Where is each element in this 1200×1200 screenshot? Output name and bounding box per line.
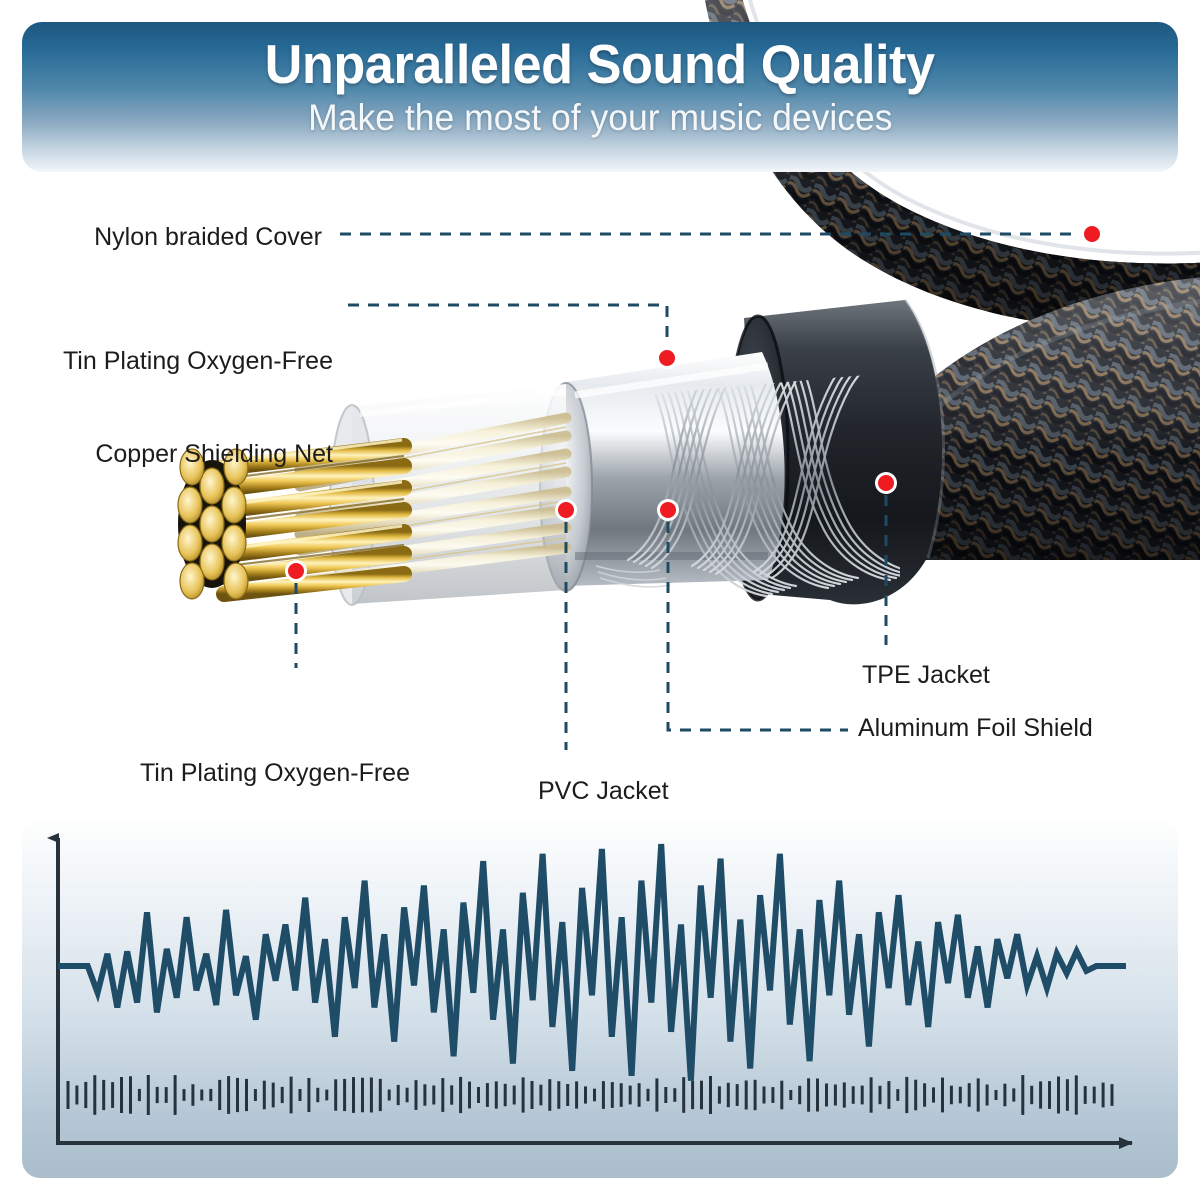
waveform-chart — [47, 833, 1133, 1149]
marker-tpe-jacket — [875, 472, 897, 494]
callout-line-2: Copper Shielding Net — [95, 440, 333, 469]
wire-bundle-cross-section — [177, 448, 249, 600]
waveform-line — [58, 843, 1126, 1081]
marker-copper-wire-core — [285, 560, 307, 582]
copper-wire-core-exposed — [177, 438, 412, 602]
header-text-block: Unparalleled Sound Quality Make the most… — [22, 22, 1178, 172]
callout-line-1: Tin Plating Oxygen-Free — [62, 346, 333, 375]
callout-leaders — [285, 223, 1103, 750]
waveform-chart-panel — [22, 820, 1178, 1178]
callout-line-1: Tin Plating Oxygen-Free — [139, 758, 410, 787]
callout-label-pvc-jacket: PVC Jacket — [538, 777, 669, 805]
leader-aluminum-foil-shield — [666, 522, 848, 732]
marker-pvc-jacket — [555, 499, 577, 521]
page-title: Unparalleled Sound Quality — [265, 33, 935, 95]
waveform-tick-band — [66, 1075, 1114, 1115]
marker-copper-shielding-net — [656, 347, 678, 369]
callout-markers — [285, 223, 1103, 582]
header-banner: Unparalleled Sound Quality Make the most… — [22, 22, 1178, 172]
callout-label-copper-shielding-net: Tin Plating Oxygen-Free Copper Shielding… — [22, 283, 333, 533]
callout-label-aluminum-foil-shield: Aluminum Foil Shield — [858, 714, 1093, 742]
cable-illustration — [177, 0, 1200, 606]
callout-label-nylon-braided-cover: Nylon braided Cover — [94, 223, 322, 251]
marker-aluminum-foil-shield — [657, 499, 679, 521]
marker-nylon-braided-cover — [1081, 223, 1103, 245]
page-subtitle: Make the most of your music devices — [307, 97, 893, 139]
leader-copper-shielding-net — [348, 303, 669, 346]
callout-label-tpe-jacket: TPE Jacket — [862, 661, 990, 689]
